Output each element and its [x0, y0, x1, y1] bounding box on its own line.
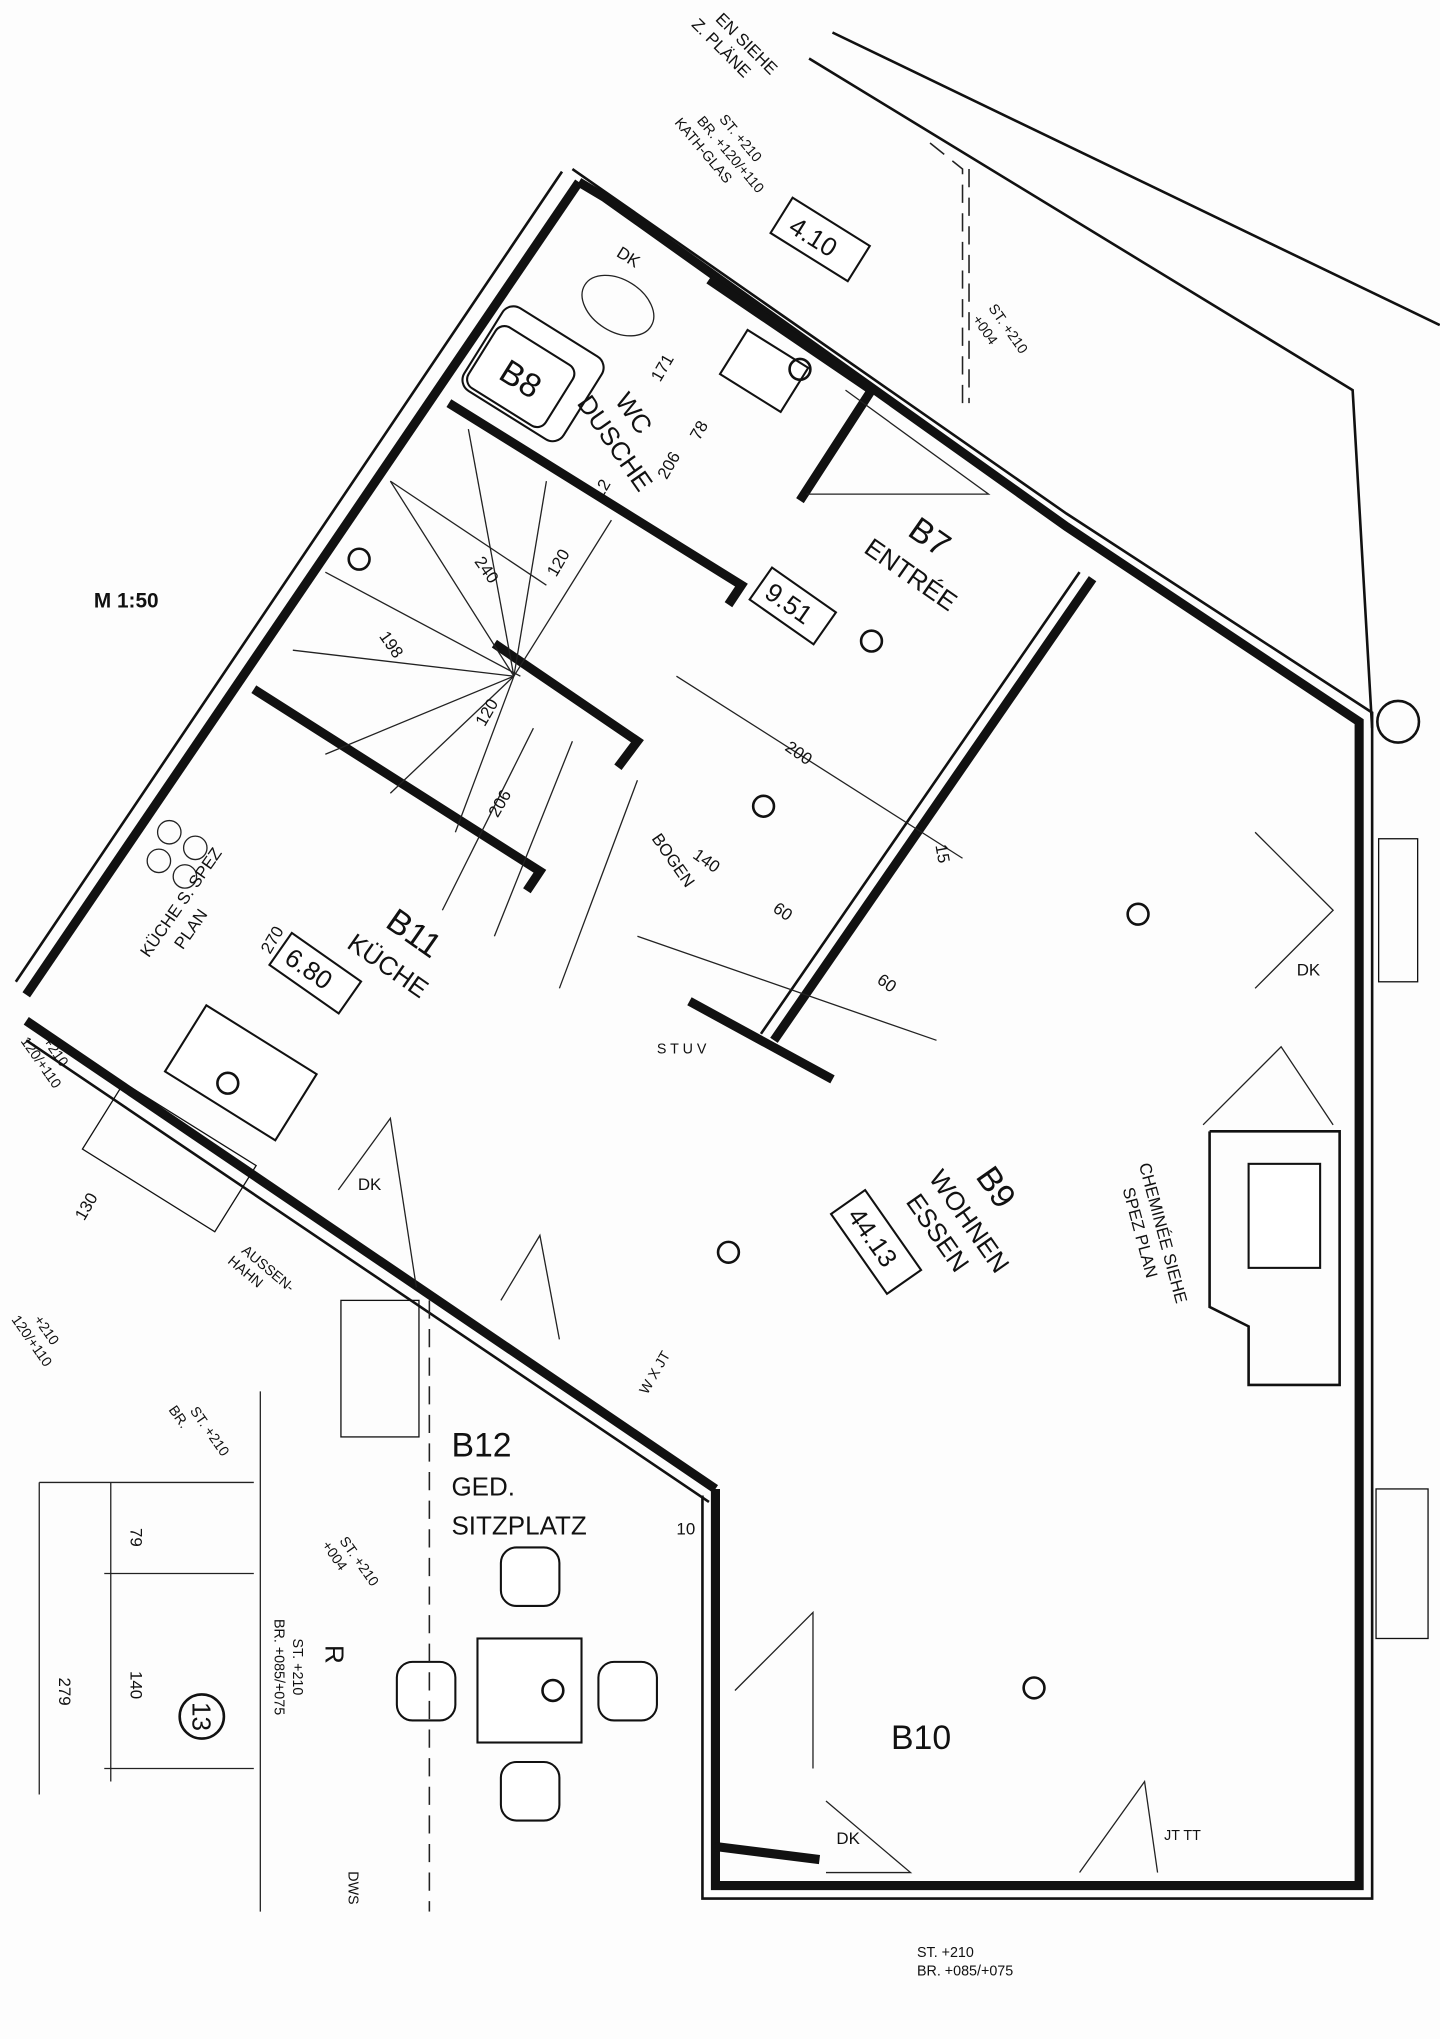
room-code: B12	[451, 1426, 511, 1464]
dimension: 79	[126, 1528, 145, 1547]
exterior-walls	[14, 167, 1374, 1900]
light-symbols	[216, 357, 1150, 1703]
dining-table	[395, 1546, 658, 1822]
fireplace-icon	[1208, 1130, 1341, 1387]
plot-number: 13	[178, 1693, 226, 1740]
note: DWS	[345, 1871, 361, 1904]
note: ST. +210	[289, 1638, 305, 1695]
dimension: 240	[471, 553, 503, 587]
boiler-icon	[1376, 699, 1421, 744]
dimension: 78	[686, 417, 712, 443]
grating-icon	[1375, 1488, 1429, 1640]
toilet-icon	[581, 274, 655, 337]
door-dk-label: DK	[613, 243, 644, 272]
dimension: 15	[931, 843, 953, 865]
room-b8: B8	[466, 325, 576, 429]
room-b9: B9 WOHNEN ESSEN 44.13	[829, 1160, 1023, 1296]
property-boundary	[808, 31, 1440, 729]
note: R	[319, 1645, 349, 1664]
note: ST. +210	[917, 1945, 974, 1961]
room-name: GED.	[451, 1471, 515, 1501]
dimension: 60	[770, 899, 796, 925]
dimension: 10	[676, 1519, 695, 1538]
grating-icon	[81, 1082, 258, 1233]
note: BR.	[165, 1403, 192, 1432]
dimension: 12	[589, 476, 615, 502]
door-dk-label: DK	[358, 1175, 382, 1194]
scale-label: M 1:50	[94, 589, 159, 612]
room-name: SITZPLATZ	[451, 1510, 586, 1540]
dimension: 171	[647, 351, 678, 385]
note: BR. +085/+075	[917, 1963, 1013, 1979]
dimension: 140	[126, 1671, 145, 1699]
plot-number-text: 13	[187, 1702, 217, 1731]
door-dk-label: DK	[836, 1829, 860, 1848]
annotations: EN SIEHE Z. PLÄNE ST. +210 BR. +120/+110…	[8, 9, 1321, 1979]
note: W X JT	[637, 1348, 674, 1397]
dimension: 198	[375, 628, 407, 662]
door-swings	[337, 389, 1335, 1874]
kitchen-sink-icon	[163, 1003, 319, 1142]
dimension: 279	[55, 1677, 74, 1705]
room-b10-code: B10	[891, 1719, 951, 1757]
fixtures	[81, 274, 1429, 1912]
dimension: 140	[689, 845, 723, 877]
dimension: 120	[543, 546, 574, 580]
washbasin-icon	[718, 328, 810, 414]
dimension: 60	[874, 970, 900, 996]
dimension: 130	[71, 1190, 102, 1224]
dimension: 120	[472, 695, 503, 729]
grating-icon	[340, 1299, 420, 1438]
grating-icon	[1377, 838, 1419, 983]
note: ST. +210	[186, 1404, 232, 1460]
note: JT TT	[1164, 1828, 1201, 1844]
interior-walls	[251, 275, 1097, 1865]
hob-icon	[146, 819, 208, 889]
note: BR. +085/+075	[271, 1619, 287, 1715]
staircase	[292, 429, 639, 989]
door-dk-label: DK	[1297, 960, 1321, 979]
room-b11: B11 KÜCHE 6.80	[267, 901, 448, 1015]
dimension: 200	[782, 737, 816, 769]
room-b12: B12 GED. SITZPLATZ	[451, 1426, 586, 1540]
outside-area: 4.10	[769, 196, 872, 283]
note: S T U V	[657, 1041, 707, 1057]
